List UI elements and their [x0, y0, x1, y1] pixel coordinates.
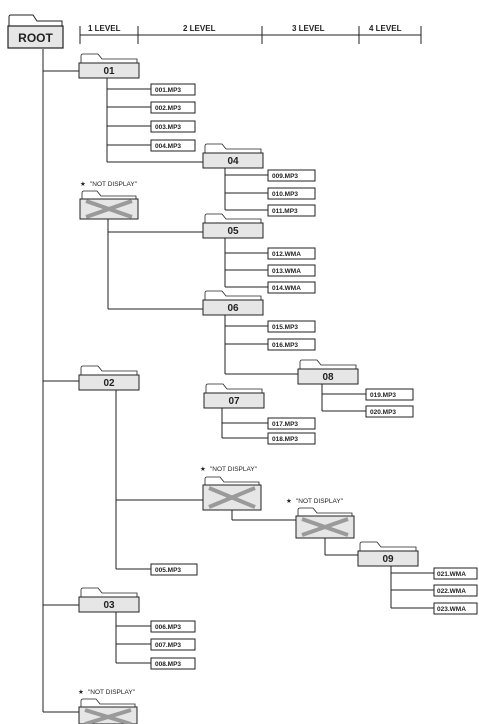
file-label: 020.MP3 [370, 409, 396, 416]
folder-07-label: 07 [228, 396, 240, 407]
folder-05: 05 [202, 213, 264, 239]
folder-09: 09 [357, 541, 419, 567]
not-display-star: ★ [286, 497, 292, 505]
file-016: 016.MP3 [267, 338, 316, 351]
file-label: 011.MP3 [272, 208, 298, 215]
file-017: 017.MP3 [267, 417, 316, 430]
not-display-star: ★ [78, 688, 84, 696]
folder-02-label: 02 [103, 378, 115, 389]
hidden-folder-level2: ★ "NOT DISPLAY" [79, 180, 139, 220]
folder-08-label: 08 [322, 372, 334, 383]
file-012: 012.WMA [267, 247, 316, 260]
file-014: 014.WMA [267, 281, 316, 294]
level-3-label: 3 LEVEL [292, 24, 325, 33]
file-005: 005.MP3 [150, 563, 198, 576]
not-display-note: "NOT DISPLAY" [210, 466, 258, 473]
file-010: 010.MP3 [267, 187, 316, 200]
file-001: 001.MP3 [150, 83, 196, 96]
folder-08: 08 [297, 359, 359, 385]
file-label: 008.MP3 [155, 661, 181, 668]
file-label: 009.MP3 [272, 173, 298, 180]
file-009: 009.MP3 [267, 169, 316, 182]
root-folder: ROOT [7, 14, 64, 49]
folder-03-label: 03 [103, 600, 115, 611]
file-label: 022.WMA [437, 588, 466, 595]
file-boxes: 001.MP3 002.MP3 003.MP3 004.MP3 009.MP3 … [150, 83, 478, 670]
file-label: 007.MP3 [155, 642, 181, 649]
file-label: 004.MP3 [155, 143, 181, 150]
file-007: 007.MP3 [150, 638, 196, 651]
folder-04: 04 [202, 143, 264, 169]
level-2-label: 2 LEVEL [183, 24, 216, 33]
file-021: 021.WMA [433, 567, 478, 580]
file-label: 002.MP3 [155, 105, 181, 112]
file-label: 015.MP3 [272, 324, 298, 331]
folder-03: 03 [78, 587, 140, 613]
folder-06: 06 [202, 290, 264, 316]
file-015: 015.MP3 [267, 320, 316, 333]
not-display-star: ★ [80, 180, 86, 188]
file-label: 006.MP3 [155, 624, 181, 631]
file-008: 008.MP3 [150, 657, 196, 670]
folder-01: 01 [78, 53, 140, 79]
file-label: 005.MP3 [155, 567, 181, 574]
file-004: 004.MP3 [150, 139, 196, 152]
file-002: 002.MP3 [150, 101, 196, 114]
file-label: 014.WMA [272, 285, 301, 292]
file-label: 001.MP3 [155, 87, 181, 94]
file-label: 018.MP3 [272, 436, 298, 443]
file-003: 003.MP3 [150, 120, 196, 133]
file-label: 017.MP3 [272, 421, 298, 428]
file-019: 019.MP3 [365, 388, 414, 401]
folder-04-label: 04 [227, 156, 239, 167]
file-label: 010.MP3 [272, 191, 298, 198]
hidden-folder-level4: ★ "NOT DISPLAY" [286, 497, 355, 539]
folder-01-label: 01 [103, 66, 115, 77]
file-label: 013.WMA [272, 268, 301, 275]
hidden-folder-level3: ★ "NOT DISPLAY" [200, 465, 262, 511]
connector-lines [42, 49, 434, 713]
file-label: 019.MP3 [370, 392, 396, 399]
not-display-star: ★ [200, 465, 206, 473]
folder-07: 07 [203, 383, 265, 409]
file-label: 023.WMA [437, 606, 466, 613]
file-011: 011.MP3 [267, 204, 316, 217]
file-023: 023.WMA [433, 602, 478, 615]
not-display-note: "NOT DISPLAY" [88, 689, 136, 696]
file-020: 020.MP3 [365, 405, 414, 418]
file-label: 016.MP3 [272, 342, 298, 349]
file-label: 021.WMA [437, 571, 466, 578]
file-006: 006.MP3 [150, 620, 196, 633]
file-label: 012.WMA [272, 251, 301, 258]
folder-05-label: 05 [227, 226, 239, 237]
file-022: 022.WMA [433, 584, 478, 597]
level-4-label: 4 LEVEL [369, 24, 402, 33]
not-display-note: "NOT DISPLAY" [90, 181, 138, 188]
file-label: 003.MP3 [155, 124, 181, 131]
file-013: 013.WMA [267, 264, 316, 277]
level-header: 1 LEVEL 2 LEVEL 3 LEVEL 4 LEVEL [79, 24, 422, 44]
folder-02: 02 [78, 365, 140, 391]
root-label: ROOT [18, 31, 53, 45]
folder-06-label: 06 [227, 303, 239, 314]
level-1-label: 1 LEVEL [88, 24, 121, 33]
not-display-note: "NOT DISPLAY" [296, 498, 344, 505]
file-018: 018.MP3 [267, 432, 316, 445]
folder-09-label: 09 [382, 554, 394, 565]
hidden-folder-level2-bottom: ★ "NOT DISPLAY" [78, 688, 138, 724]
